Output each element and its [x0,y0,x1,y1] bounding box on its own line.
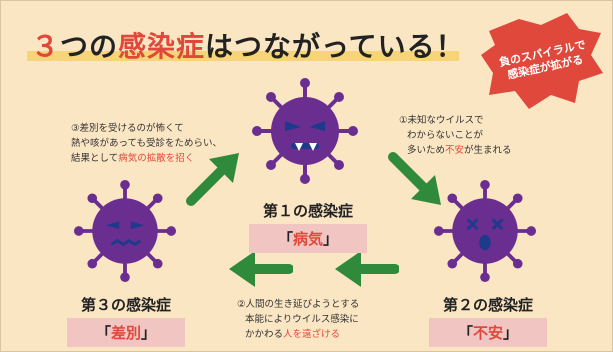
virus-2-icon [433,179,537,283]
infection-2-title: 第２の感染症 [442,296,533,314]
virus-3-icon [73,179,177,283]
infection-3-keyword: 差別 [110,324,141,342]
caption-2-line3-pre: かかわる [245,329,284,340]
infection-2-keyword-box: 「不安」 [429,318,547,347]
infection-1-title: 第１の感染症 [262,202,353,220]
caption-1-line3-pre: 多いため [407,145,446,156]
caption-1-line1: ①未知なウイルスで [399,115,484,126]
caption-1-line3-red: 不安 [445,145,465,156]
infection-1-keyword-box: 「病気」 [249,224,367,253]
infection-3-open: 「 [95,324,111,342]
infection-1-close: 」 [323,230,339,248]
caption-1-line3: 多いため不安が生まれる [399,143,512,158]
infection-1-label: 第１の感染症 「病気」 [249,197,367,253]
infection-3-label: 第３の感染症 「差別」 [67,291,185,347]
caption-1-line2: わからないことが [407,130,484,141]
arrow-up-right-icon [186,153,239,206]
title-part1: つの [60,30,119,63]
infection-3-title: 第３の感染症 [80,296,171,314]
infection-1-open: 「 [277,230,293,248]
infection-2-label: 第２の感染症 「不安」 [429,291,547,347]
caption-2-line2: 本能によりウイルス感染に [245,314,359,325]
caption-2: ②人間の生き延びようとする 本能によりウイルス感染に かかわる人を遠ざける [237,297,359,342]
badge-starburst [481,13,603,109]
caption-1: ①未知なウイルスで わからないことが 多いため不安が生まれる [399,113,512,158]
infection-3-close: 」 [141,324,157,342]
infection-2-open: 「 [457,324,473,342]
title-number: ３ [31,30,61,63]
caption-2-line1: ②人間の生き延びようとする [237,299,360,310]
arrow-left-icon-1 [229,251,293,287]
caption-3-line3-pre: 結果として [71,153,119,164]
caption-2-line3: かかわる人を遠ざける [237,327,359,342]
infection-1-keyword: 病気 [292,230,323,248]
infection-3-keyword-box: 「差別」 [67,318,185,347]
title-highlight: 感染症 [118,30,206,63]
caption-3-line3-red: 病気の拡散を招く [118,153,195,164]
caption-3-line1: ③差別を受けるのが怖くて [71,123,184,134]
caption-2-line3-red: 人を遠ざける [283,329,341,340]
title-part2: はつながっている！ [205,30,465,63]
arrow-down-right-icon [388,152,441,205]
caption-3-line2: 熱や咳があっても受診をためらい、 [71,138,223,149]
page-title: ３つの感染症はつながっている！ [31,25,465,65]
arrow-left-icon-2 [335,251,399,287]
title-underline [27,51,459,61]
infection-2-close: 」 [503,324,519,342]
infection-2-keyword: 不安 [472,324,503,342]
virus-1-icon [252,78,358,184]
caption-3: ③差別を受けるのが怖くて 熱や咳があっても受診をためらい、 結果として病気の拡散… [71,121,222,166]
spiral-badge [481,13,603,109]
caption-3-line3: 結果として病気の拡散を招く [71,151,222,166]
caption-1-line3-post: が生まれる [464,145,512,156]
